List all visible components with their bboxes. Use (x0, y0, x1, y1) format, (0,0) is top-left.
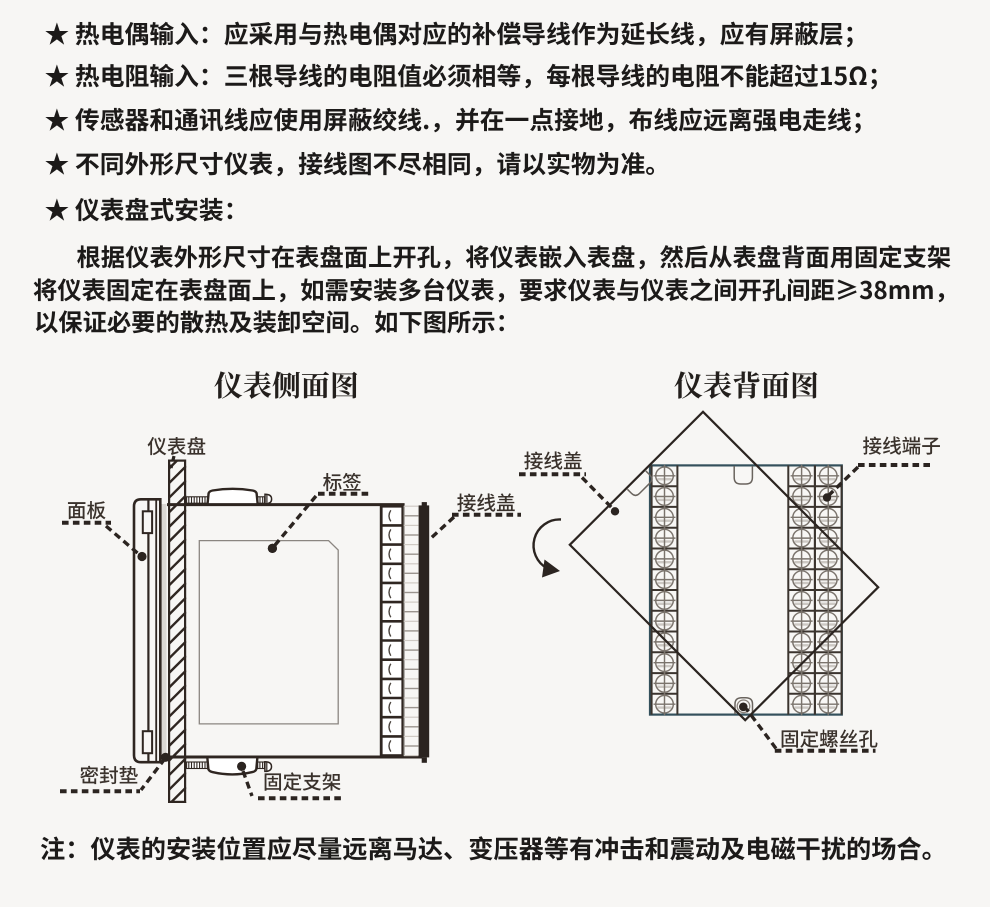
svg-text:固定螺丝孔: 固定螺丝孔 (780, 723, 878, 752)
svg-text:标签: 标签 (323, 467, 362, 496)
svg-text:仪表侧面图: 仪表侧面图 (214, 364, 359, 405)
svg-text:面板: 面板 (67, 495, 107, 524)
svg-text:接线端子: 接线端子 (863, 430, 941, 459)
svg-text:固定支架: 固定支架 (263, 766, 341, 795)
svg-text:仪表盘: 仪表盘 (147, 430, 206, 459)
svg-text:接线盖: 接线盖 (457, 487, 516, 516)
svg-text:密封垫: 密封垫 (80, 759, 139, 788)
svg-text:接线盖: 接线盖 (524, 445, 583, 474)
svg-text:仪表背面图: 仪表背面图 (674, 364, 819, 405)
